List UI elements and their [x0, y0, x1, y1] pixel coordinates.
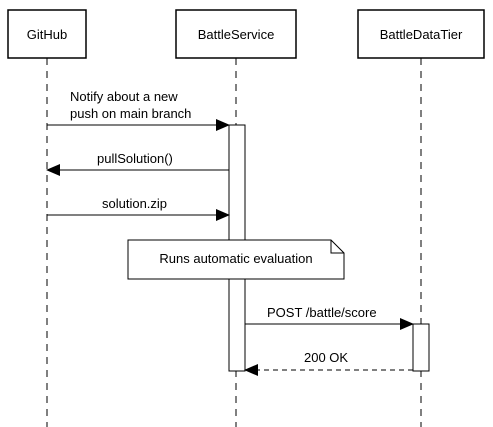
message-notify-push-label-line2: push on main branch [70, 106, 191, 121]
note-runs-evaluation: Runs automatic evaluation [127, 239, 345, 280]
message-solution-zip: solution.zip [47, 196, 230, 221]
message-200-ok-label: 200 OK [304, 350, 348, 365]
participant-github-label: GitHub [27, 27, 67, 42]
message-200-ok: 200 OK [244, 350, 413, 376]
message-notify-push-label-line1: Notify about a new [70, 89, 178, 104]
participant-battle-service-label: BattleService [198, 27, 275, 42]
message-solution-zip-label: solution.zip [102, 196, 167, 211]
message-post-score: POST /battle/score [245, 305, 414, 330]
message-notify-push: Notify about a new push on main branch [47, 89, 230, 131]
participant-battle-service: BattleService [175, 9, 297, 59]
message-post-score-label: POST /battle/score [267, 305, 377, 320]
participant-github: GitHub [7, 9, 87, 59]
participant-battle-data-tier-label: BattleDataTier [380, 27, 463, 42]
battle-data-tier-activation [412, 323, 430, 372]
message-pull-solution-label: pullSolution() [97, 151, 173, 166]
message-pull-solution: pullSolution() [46, 151, 229, 176]
note-runs-evaluation-text: Runs automatic evaluation [159, 251, 312, 266]
participant-battle-data-tier: BattleDataTier [357, 9, 485, 59]
